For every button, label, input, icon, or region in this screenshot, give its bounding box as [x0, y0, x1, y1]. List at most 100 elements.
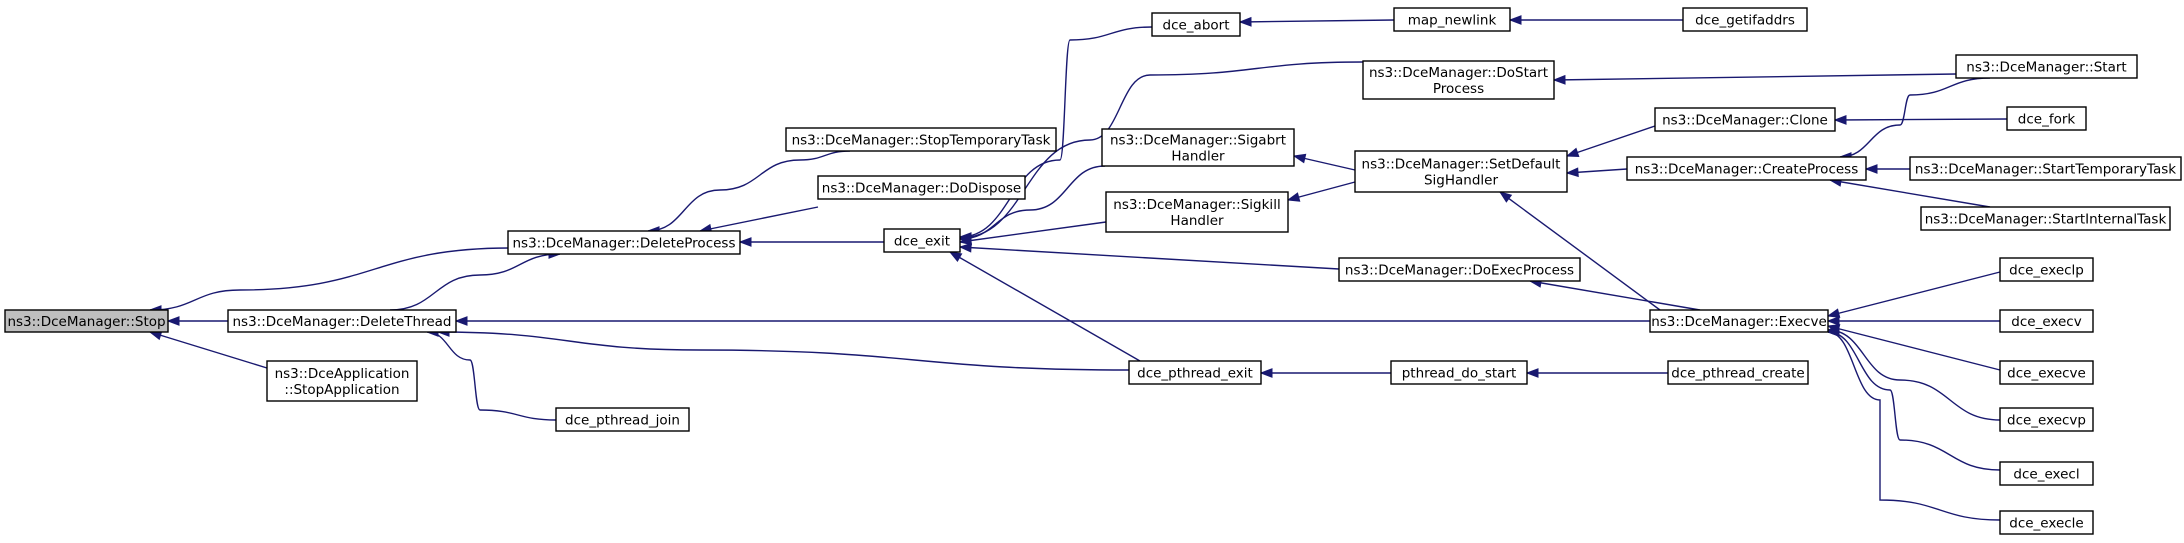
node-box[interactable] [555, 407, 690, 432]
node-box[interactable] [1649, 309, 1829, 333]
node-mapNewlink[interactable]: map_newlink [1393, 7, 1511, 32]
node-box[interactable] [1626, 156, 1867, 181]
node-box[interactable] [785, 127, 1057, 152]
node-label: ns3::DceManager::Clone [1662, 113, 1828, 129]
edge-clone-to-setDefaultSigHandler [1565, 125, 1656, 157]
node-box[interactable] [1105, 191, 1289, 233]
edge-line [426, 331, 557, 421]
arrowhead [1826, 308, 1841, 318]
nodes-layer: ns3::DceManager::Stop ns3::DceManager::De… [4, 7, 2182, 535]
edge-startTemporaryTask-to-createProcess [1864, 164, 1910, 174]
node-box[interactable] [1682, 7, 1808, 32]
node-box[interactable] [1999, 461, 2094, 486]
node-box[interactable] [507, 230, 741, 255]
node-dceFork[interactable]: dce_fork [2006, 106, 2087, 131]
edge-deleteThread-to-stop [166, 316, 228, 326]
edge-line [1529, 280, 1701, 311]
node-box[interactable] [227, 309, 457, 333]
node-dceExecv[interactable]: dce_execv [1999, 309, 2094, 333]
node-box[interactable] [266, 360, 418, 402]
node-box[interactable] [1999, 510, 2094, 535]
node-box[interactable] [1128, 360, 1262, 385]
node-label: ns3::DceManager::DeleteProcess [512, 236, 735, 252]
node-box[interactable] [4, 309, 169, 333]
edge-dceExecve-to-execve [1826, 324, 2001, 371]
node-pthreadDoStart[interactable]: pthread_do_start [1390, 360, 1528, 385]
node-label: ns3::DceManager::StartInternalTask [1925, 212, 2167, 228]
edge-dcePthreadCreate-to-pthreadDoStart [1525, 368, 1668, 378]
node-box[interactable] [1999, 257, 2094, 282]
node-box[interactable] [1354, 150, 1568, 193]
arrowhead [1552, 74, 1566, 85]
node-dceAbort[interactable]: dce_abort [1151, 12, 1241, 37]
edge-line [959, 246, 1340, 270]
edge-line [1499, 191, 1661, 311]
arrowhead [1508, 15, 1522, 25]
node-box[interactable] [1393, 7, 1511, 32]
node-stop[interactable]: ns3::DceManager::Stop [4, 309, 169, 333]
edge-dceGetifaddrs-to-mapNewlink [1508, 15, 1683, 25]
node-box[interactable] [1999, 360, 2094, 385]
node-box[interactable] [1654, 107, 1836, 132]
node-box[interactable] [1909, 156, 2182, 181]
node-start[interactable]: ns3::DceManager::Start [1955, 54, 2138, 79]
node-stopTemporaryTask[interactable]: ns3::DceManager::StopTemporaryTask [785, 127, 1057, 152]
edge-line [1827, 331, 2001, 471]
node-box[interactable] [1667, 360, 1809, 385]
node-startTemporaryTask[interactable]: ns3::DceManager::StartTemporaryTask [1909, 156, 2182, 181]
node-box[interactable] [1920, 206, 2171, 231]
node-startInternalTask[interactable]: ns3::DceManager::StartInternalTask [1920, 206, 2171, 231]
node-dceExecle[interactable]: dce_execle [1999, 510, 2094, 535]
node-dcePthreadExit[interactable]: dce_pthread_exit [1128, 360, 1262, 385]
node-dceExeclp[interactable]: dce_execlp [1999, 257, 2094, 282]
node-doExecProcess[interactable]: ns3::DceManager::DoExecProcess [1338, 257, 1581, 282]
node-label: dce_getifaddrs [1695, 13, 1795, 29]
edge-setDefaultSigHandler-to-sigkillHandler [1286, 181, 1356, 202]
node-label: ns3::DceManager::DoDispose [822, 181, 1021, 197]
arrowhead [1259, 368, 1273, 378]
node-dcePthreadCreate[interactable]: dce_pthread_create [1667, 360, 1809, 385]
node-label: dce_execve [2007, 366, 2086, 382]
node-label: ::StopApplication [284, 382, 399, 398]
node-deleteProcess[interactable]: ns3::DceManager::DeleteProcess [507, 230, 741, 255]
node-label: dce_pthread_create [1671, 366, 1804, 382]
node-dceGetifaddrs[interactable]: dce_getifaddrs [1682, 7, 1808, 32]
edge-setDefaultSigHandler-to-sigabrtHandler [1292, 153, 1356, 171]
node-dceExecve[interactable]: dce_execve [1999, 360, 2094, 385]
node-clone[interactable]: ns3::DceManager::Clone [1654, 107, 1836, 132]
node-box[interactable] [1390, 360, 1528, 385]
node-box[interactable] [1362, 60, 1555, 100]
node-box[interactable] [1955, 54, 2138, 79]
node-box[interactable] [883, 228, 961, 253]
node-createProcess[interactable]: ns3::DceManager::CreateProcess [1626, 156, 1867, 181]
arrowhead [1238, 16, 1252, 27]
node-label: ns3::DceManager::CreateProcess [1635, 162, 1859, 178]
node-label: dce_pthread_join [565, 413, 680, 429]
node-box[interactable] [817, 175, 1026, 200]
node-execve[interactable]: ns3::DceManager::Execve [1649, 309, 1829, 333]
node-box[interactable] [1999, 309, 2094, 333]
node-dceExecvp[interactable]: dce_execvp [1999, 407, 2094, 432]
node-dcePthreadJoin[interactable]: dce_pthread_join [555, 407, 690, 432]
node-dceExit[interactable]: dce_exit [883, 228, 961, 253]
arrowhead [1525, 368, 1539, 378]
node-box[interactable] [2006, 106, 2087, 131]
node-doDispose[interactable]: ns3::DceManager::DoDispose [817, 175, 1026, 200]
arrowhead [948, 251, 963, 262]
node-box[interactable] [1151, 12, 1241, 37]
node-stopApplication[interactable]: ns3::DceApplication::StopApplication [266, 360, 418, 402]
edge-createProcess-to-setDefaultSigHandler [1565, 167, 1628, 178]
node-box[interactable] [1999, 407, 2094, 432]
node-label: ns3::DceManager::DoExecProcess [1345, 263, 1574, 279]
node-deleteThread[interactable]: ns3::DceManager::DeleteThread [227, 309, 457, 333]
node-box[interactable] [1338, 257, 1581, 282]
arrowhead [1565, 167, 1579, 178]
node-dceExecl[interactable]: dce_execl [1999, 461, 2094, 486]
node-label: dce_execlp [2009, 263, 2084, 279]
node-box[interactable] [1101, 128, 1295, 167]
